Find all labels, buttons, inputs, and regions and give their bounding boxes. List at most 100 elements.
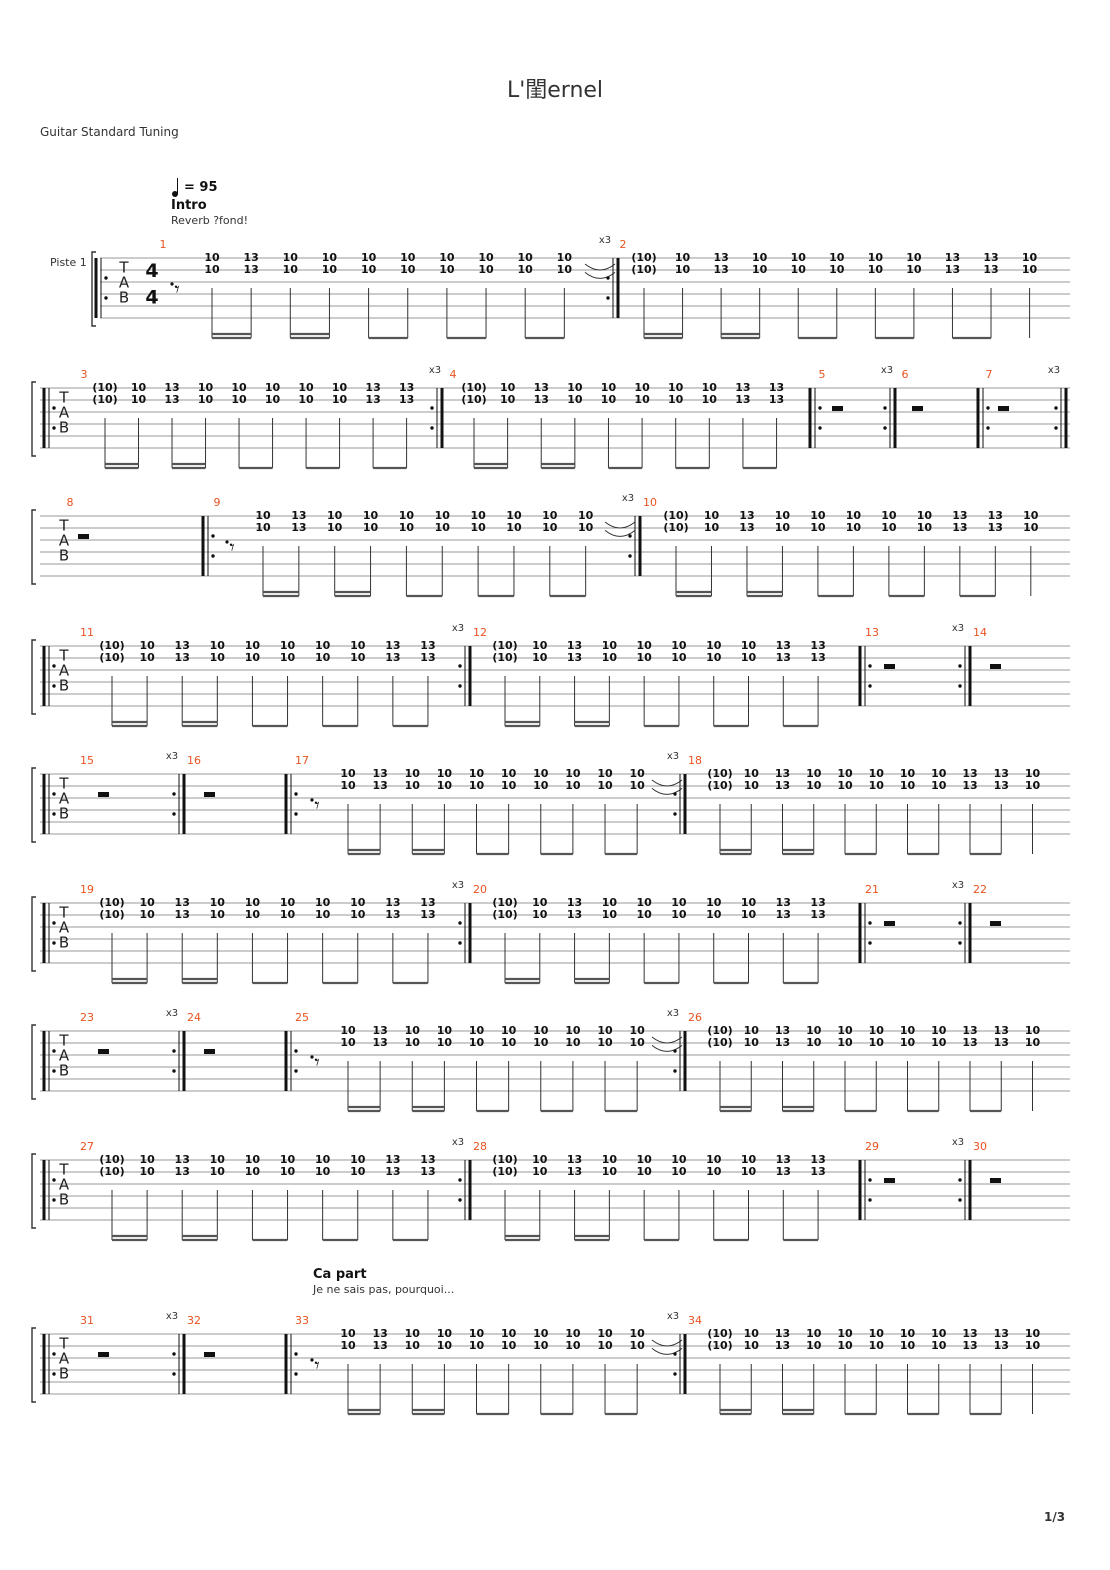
tab-fret: 10 xyxy=(602,639,618,652)
tab-fret: (10) xyxy=(631,263,656,276)
tab-fret: (10) xyxy=(707,1036,732,1049)
tab-fret: 10 xyxy=(906,263,922,276)
tab-fret: 10 xyxy=(706,896,722,909)
repeat-dot xyxy=(430,406,434,410)
half-rest xyxy=(204,792,215,797)
tab-letter: T xyxy=(58,774,69,792)
tab-fret: 10 xyxy=(837,1339,853,1352)
tab-fret: 10 xyxy=(340,1327,356,1340)
tab-fret: 10 xyxy=(629,779,645,792)
tab-fret: 10 xyxy=(578,521,594,534)
measure-number: 11 xyxy=(80,626,94,639)
repeat-dot xyxy=(818,426,822,430)
page-number: 1/3 xyxy=(1044,1510,1066,1524)
tab-fret: 10 xyxy=(567,393,583,406)
tab-fret: 10 xyxy=(327,509,343,522)
repeat-dot xyxy=(673,1069,677,1073)
tab-fret: 10 xyxy=(204,263,220,276)
tab-fret: 13 xyxy=(983,263,998,276)
repeat-count: x3 xyxy=(429,365,441,376)
tab-fret: 10 xyxy=(668,381,684,394)
tab-letter: A xyxy=(59,1349,70,1367)
repeat-count: x3 xyxy=(952,623,964,634)
tab-fret: 13 xyxy=(962,767,977,780)
half-rest xyxy=(98,1049,109,1054)
tab-letter: A xyxy=(59,789,70,807)
half-rest xyxy=(884,664,895,669)
tab-fret: (10) xyxy=(707,1024,732,1037)
tab-fret: 10 xyxy=(636,1165,652,1178)
measure-number: 32 xyxy=(187,1314,201,1327)
tab-fret: 10 xyxy=(533,1036,549,1049)
tab-fret: 10 xyxy=(837,1024,853,1037)
tab-fret: 10 xyxy=(906,251,922,264)
measure-number: 10 xyxy=(643,496,657,509)
repeat-dot xyxy=(1054,426,1058,430)
tab-fret: 13 xyxy=(420,908,435,921)
tab-fret: 10 xyxy=(706,908,722,921)
tab-fret: (10) xyxy=(99,896,124,909)
tab-fret: 10 xyxy=(881,521,897,534)
tab-fret: (10) xyxy=(99,639,124,652)
tab-fret: 10 xyxy=(533,1327,549,1340)
tab-fret: 10 xyxy=(350,639,366,652)
tab-fret: 10 xyxy=(1022,263,1038,276)
repeat-dot xyxy=(628,534,632,538)
section-label-ca-part: Ca part xyxy=(313,1267,367,1282)
repeat-dot xyxy=(211,554,215,558)
tab-fret: 10 xyxy=(869,767,885,780)
repeat-dot xyxy=(172,1069,176,1073)
tab-fret: 10 xyxy=(131,381,147,394)
tab-fret: 13 xyxy=(810,1165,825,1178)
tab-fret: 13 xyxy=(810,639,825,652)
track-name: Piste 1 xyxy=(50,256,87,269)
tab-fret: 13 xyxy=(776,908,791,921)
tab-fret: 10 xyxy=(506,521,522,534)
half-rest xyxy=(990,921,1001,926)
repeat-dot xyxy=(868,684,872,688)
tab-fret: 10 xyxy=(636,639,652,652)
tab-letter: B xyxy=(59,1061,69,1079)
rest-dot xyxy=(170,282,174,286)
repeat-count: x3 xyxy=(166,1311,178,1322)
repeat-dot xyxy=(958,941,962,945)
tab-fret: 10 xyxy=(470,509,486,522)
tab-fret: 10 xyxy=(439,251,455,264)
tab-fret: 10 xyxy=(139,896,155,909)
tab-letter: A xyxy=(59,531,70,549)
tab-fret: 13 xyxy=(164,393,179,406)
tab-fret: 10 xyxy=(704,521,720,534)
tab-letter: A xyxy=(119,273,130,291)
tab-fret: 10 xyxy=(501,1327,517,1340)
repeat-dot xyxy=(868,664,872,668)
tab-fret: 10 xyxy=(869,1036,885,1049)
tab-fret: 13 xyxy=(776,651,791,664)
measure-number: 3 xyxy=(81,368,88,381)
tab-letter: A xyxy=(59,661,70,679)
tab-fret: (10) xyxy=(707,767,732,780)
repeat-dot xyxy=(172,812,176,816)
tab-fret: (10) xyxy=(663,521,688,534)
half-rest xyxy=(990,664,1001,669)
tab-fret: 10 xyxy=(470,521,486,534)
repeat-dot xyxy=(958,1198,962,1202)
tab-fret: 10 xyxy=(210,651,226,664)
tab-fret: 10 xyxy=(350,1153,366,1166)
tab-fret: 10 xyxy=(315,908,331,921)
tab-fret: 10 xyxy=(565,1327,581,1340)
tab-fret: 13 xyxy=(776,639,791,652)
tab-fret: 10 xyxy=(702,381,718,394)
tab-fret: 10 xyxy=(501,767,517,780)
tab-fret: 10 xyxy=(350,896,366,909)
measure-number: 23 xyxy=(80,1011,94,1024)
tuning-label: Guitar Standard Tuning xyxy=(40,125,179,139)
tab-fret: 10 xyxy=(671,908,687,921)
tab-fret: 10 xyxy=(350,651,366,664)
tab-fret: 10 xyxy=(602,1165,618,1178)
tab-fret: 10 xyxy=(501,779,517,792)
tab-fret: 13 xyxy=(175,651,190,664)
tab-fret: 10 xyxy=(469,1036,485,1049)
tab-letter: T xyxy=(58,903,69,921)
tab-fret: 10 xyxy=(744,1036,760,1049)
tempo-value: = 95 xyxy=(184,180,218,195)
